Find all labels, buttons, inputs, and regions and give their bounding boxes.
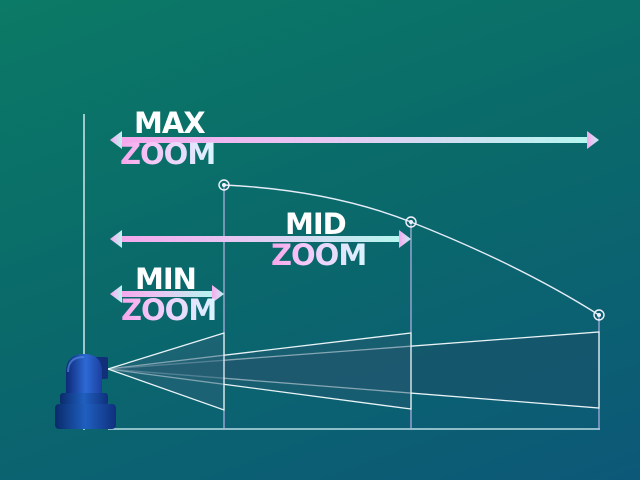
arrow-min-zoom <box>110 285 224 303</box>
arrow-max-zoom <box>110 131 599 149</box>
min-zoom-label-line1: MIN <box>135 262 197 296</box>
mid-zoom-label-line1: MID <box>285 207 347 241</box>
mid-zoom-label-line2: ZOOM <box>271 238 367 272</box>
mid-zoom-label: MID ZOOM <box>271 207 367 272</box>
curve-point-min <box>218 179 230 191</box>
min-zoom-label: MIN ZOOM <box>121 262 217 327</box>
curve-point-max <box>593 309 605 321</box>
security-camera-icon <box>55 354 116 429</box>
max-zoom-label: MAX ZOOM <box>120 106 216 171</box>
max-zoom-label-line1: MAX <box>134 106 206 140</box>
view-cone-mid <box>107 332 412 410</box>
max-zoom-label-line2: ZOOM <box>120 137 216 171</box>
min-zoom-label-line2: ZOOM <box>121 293 217 327</box>
view-cone-min <box>105 332 225 411</box>
arrow-mid-zoom <box>110 230 411 248</box>
curve-point-mid <box>405 216 417 228</box>
